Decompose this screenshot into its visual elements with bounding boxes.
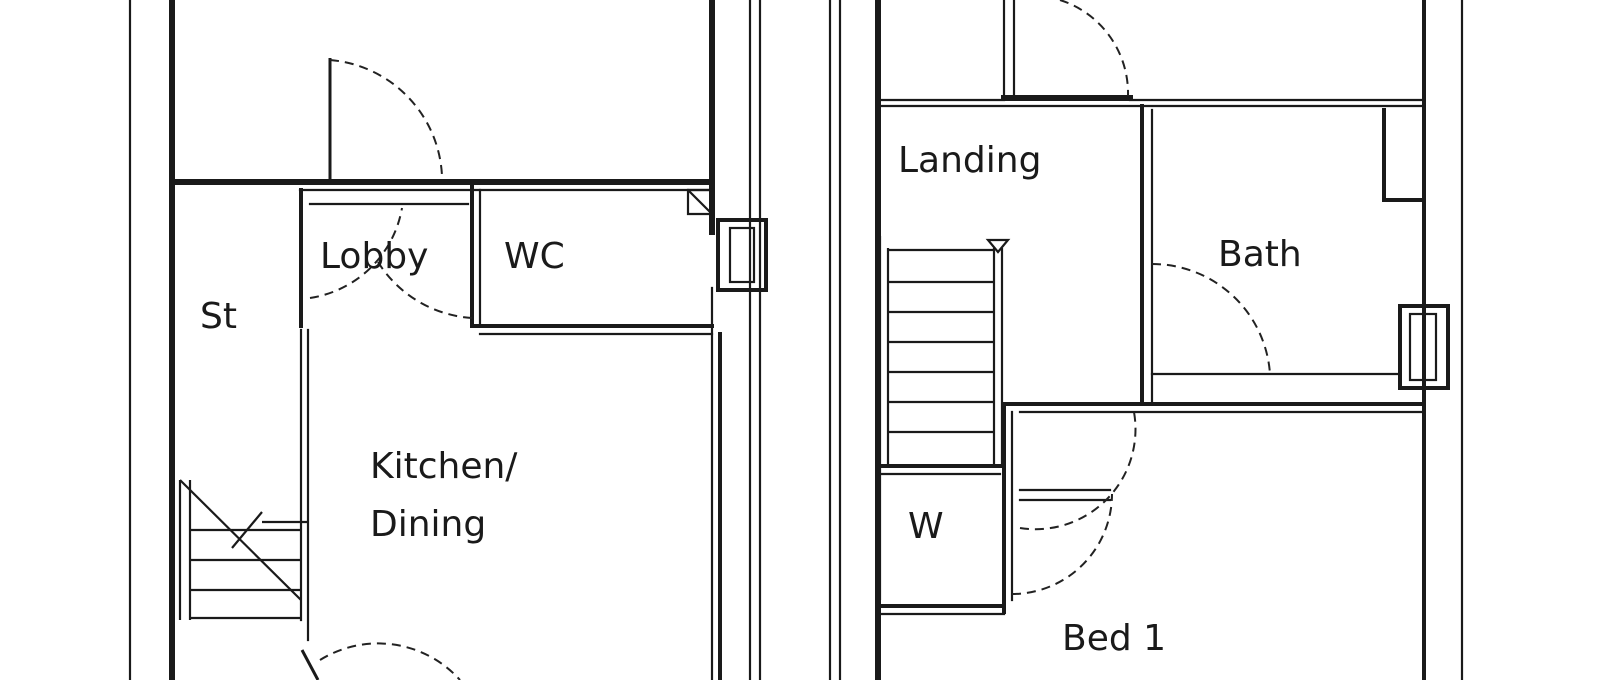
ground-window-inner xyxy=(728,226,756,284)
room-label-w: W xyxy=(908,506,944,547)
bath-cupboard xyxy=(1382,108,1422,202)
wc-corner-detail xyxy=(686,188,714,216)
lobby-door-swing xyxy=(309,207,403,299)
ground-stairs xyxy=(178,479,308,620)
room-label-wc: WC xyxy=(504,236,565,277)
ff-window-inner xyxy=(1408,312,1438,382)
kitchen-door-swing xyxy=(319,642,461,680)
room-label-kitchen-line1: Kitchen/ xyxy=(370,446,518,487)
room-label-bath: Bath xyxy=(1218,234,1302,275)
ground-floor-plan: Lobby WC St Kitchen/ Dining xyxy=(128,0,768,680)
bed1-door-swing xyxy=(1011,493,1113,595)
bed1-wardrobe-door-swing xyxy=(1019,411,1137,531)
ff-top-door-swing xyxy=(1059,0,1130,97)
bath-door-swing xyxy=(1151,262,1271,375)
ff-stairs xyxy=(878,236,1011,600)
first-floor-plan: Landing Bath W Bed 1 xyxy=(828,0,1464,680)
ground-window-frame xyxy=(716,218,768,292)
top-door-swing xyxy=(329,59,443,177)
room-label-st: St xyxy=(200,296,237,337)
kitchen-door-leaf xyxy=(300,649,320,680)
room-label-landing: Landing xyxy=(898,140,1041,181)
ff-window-frame xyxy=(1398,304,1450,390)
room-label-bed1: Bed 1 xyxy=(1062,618,1166,659)
room-label-lobby: Lobby xyxy=(320,236,428,277)
room-label-kitchen-line2: Dining xyxy=(370,504,486,545)
